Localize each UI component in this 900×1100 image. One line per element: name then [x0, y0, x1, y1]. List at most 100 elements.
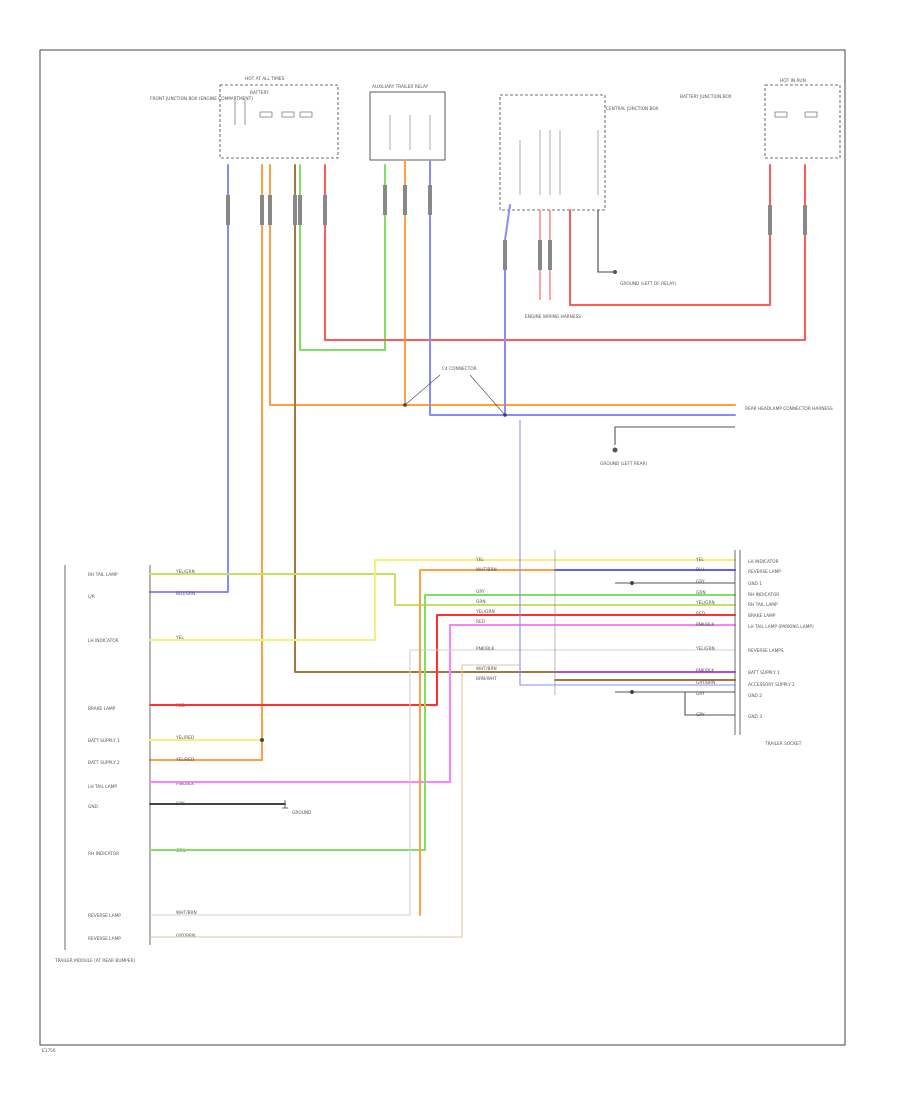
wire-yel-grn-rh-tail — [149, 573, 736, 606]
right-pin-label: BRAKE LAMP — [748, 613, 776, 619]
ground-right-label: GROUND (LEFT REAR) — [600, 461, 648, 467]
left-pin-label: REVERSE LAMP — [88, 913, 121, 919]
left-wire-label: YEL — [175, 635, 184, 641]
splice-note: C4 CONNECTOR — [442, 366, 477, 372]
right-pin-label: GND 3 — [748, 714, 762, 720]
right-wire-label: GRY — [696, 712, 705, 718]
trailer-relay-title: AUXILIARY TRAILER RELAY — [372, 84, 428, 90]
wire-red-brake — [149, 614, 736, 706]
left-wire-label: YEL/GRN — [175, 569, 195, 575]
right-harness-note: REAR HEADLAMP CONNECTOR HARNESS — [745, 406, 833, 412]
wire-red-top — [324, 164, 806, 341]
fuse-box-side-label: FRONT JUNCTION BOX (ENGINE COMPARTMENT) — [150, 96, 253, 102]
mid-wire-label: GRY — [476, 589, 485, 595]
splice-icon — [403, 374, 507, 417]
mid-wire-labels: YEL WHT/BRN GRY GRN YEL/GRN RED PNK/BLK WHT/BRN… — [475, 557, 497, 682]
wire-white-reverse — [150, 649, 735, 916]
wire-brown-left — [294, 164, 556, 673]
left-wire-label: PNK/BLK — [176, 781, 194, 787]
fuse-icon — [259, 111, 313, 118]
wire-blue-thin — [519, 420, 735, 686]
right-pin-label: REVERSE LAMP — [748, 569, 781, 575]
right-wire-label: RED — [696, 611, 706, 617]
right-pin-list: LH INDICATOR YEL REVERSE LAMP BLU GND 1 GRY RH… — [695, 557, 814, 720]
engine-harness-note: ENGINE WIRING HARNESS — [525, 314, 581, 320]
right-wire-label: GRY — [696, 691, 705, 697]
mid-wire-label: GRN — [476, 599, 486, 605]
fuse-box-subtitle: BATTERY — [250, 90, 269, 96]
right-wire-label: BLU — [696, 567, 704, 573]
right-wire-label: PNK/BLK — [696, 622, 714, 628]
right-wire-label: YEL — [695, 557, 704, 563]
mid-wire-label: YEL — [475, 557, 484, 563]
right-pin-label: BATT SUPPLY 1 — [748, 670, 780, 676]
trailer-module-label: TRAILER MODULE (AT REAR BUMPER) — [54, 958, 135, 964]
left-pin-label: BRAKE LAMP — [88, 706, 116, 712]
right-wire-label: GRN — [696, 590, 706, 596]
left-pin-label: BATT SUPPLY 1 — [88, 738, 120, 744]
trailer-socket-label: TRAILER SOCKET — [764, 741, 802, 747]
right-pin-label: RH INDICATOR — [748, 592, 779, 598]
trailer-socket-connector — [734, 550, 741, 735]
auxiliary-trailer-relay: AUXILIARY TRAILER RELAY — [369, 84, 446, 161]
left-wire-label: YEL/RED — [175, 757, 195, 763]
left-pin-label: LH INDICATOR — [88, 638, 119, 644]
right-wire-label: GRY — [696, 579, 705, 585]
hot-in-run-title: HOT IN RUN — [780, 78, 806, 84]
wire-blue-left — [149, 164, 229, 593]
right-pin-label: LH TAIL LAMP (PARKING LAMP) — [748, 624, 814, 630]
mid-wire-label: RED — [476, 619, 486, 625]
wire-orange-lower — [419, 569, 736, 916]
wire-central-ground — [597, 210, 615, 273]
wire-gray-gnd-right3 — [684, 692, 735, 716]
trailer-module-connector — [64, 565, 151, 950]
ground-icon — [612, 270, 618, 453]
left-pin-label: LH TAIL LAMP — [88, 784, 117, 790]
central-junction-box: CENTRAL JUNCTION BOX — [499, 94, 659, 211]
page-code: E1756 — [42, 1048, 56, 1054]
wire-yellow-lh-ind — [149, 559, 736, 641]
hot-in-run-fuse-box: HOT IN RUN BATTERY JUNCTION BOX — [680, 78, 841, 159]
left-wire-label: YEL/RED — [175, 735, 195, 741]
mid-wire-label: WHT/BRN — [476, 666, 497, 672]
mid-wire-label: WHT/BRN — [476, 567, 497, 573]
left-wire-label: WHT/BRN — [176, 910, 197, 916]
right-pin-label: GND 2 — [748, 693, 762, 699]
right-pin-label: ACCESSORY SUPPLY 2 — [748, 682, 795, 688]
mid-wire-label: PNK/BLK — [476, 646, 494, 652]
central-box-title: CENTRAL JUNCTION BOX — [606, 106, 659, 112]
fuse-icon — [774, 111, 818, 118]
right-pin-label: LH INDICATOR — [748, 559, 779, 565]
right-wire-label: GRY/BRN — [696, 680, 715, 686]
left-wire-label: BLU/GRN — [176, 591, 195, 597]
wire-orange-left — [149, 164, 263, 761]
right-pin-label: GND 1 — [748, 581, 762, 587]
ground-lower-left-label: GROUND — [292, 810, 312, 816]
wire-blue-central — [504, 204, 511, 416]
mid-wire-label: YEL/GRN — [475, 609, 495, 615]
hot-at-all-times-fuse-box: HOT AT ALL TIMES BATTERY FRONT JUNCTION … — [150, 76, 339, 159]
left-pin-label: RH INDICATOR — [88, 851, 119, 857]
right-wire-label: PNK/BLK — [696, 668, 714, 674]
right-wire-label: YEL/GRN — [695, 646, 715, 652]
left-pin-label: BATT SUPPLY 2 — [88, 760, 120, 766]
mid-wire-label: BRN/WHT — [476, 676, 497, 682]
wire-blue-relay — [429, 159, 736, 416]
connector-icon — [226, 185, 807, 270]
hot-in-run-side-label: BATTERY JUNCTION BOX — [680, 94, 732, 100]
right-pin-label: RH TAIL LAMP — [748, 602, 778, 608]
wire-pink-lh-tail — [149, 624, 736, 783]
wire-green-rh-ind — [149, 594, 736, 851]
right-pin-label: REVERSE LAMPS — [748, 648, 784, 654]
wire-green-top — [299, 164, 386, 351]
left-pin-label: GND — [88, 804, 99, 810]
diagram-frame — [39, 49, 846, 1046]
left-wire-label: GRY/BRN — [176, 933, 195, 939]
ground-icon — [282, 800, 288, 809]
right-wire-label: YEL/GRN — [695, 600, 715, 606]
wire-tan-reverse — [150, 664, 520, 938]
left-pin-label: RH TAIL LAMP — [88, 572, 118, 578]
wire-orange-upper — [269, 164, 736, 406]
